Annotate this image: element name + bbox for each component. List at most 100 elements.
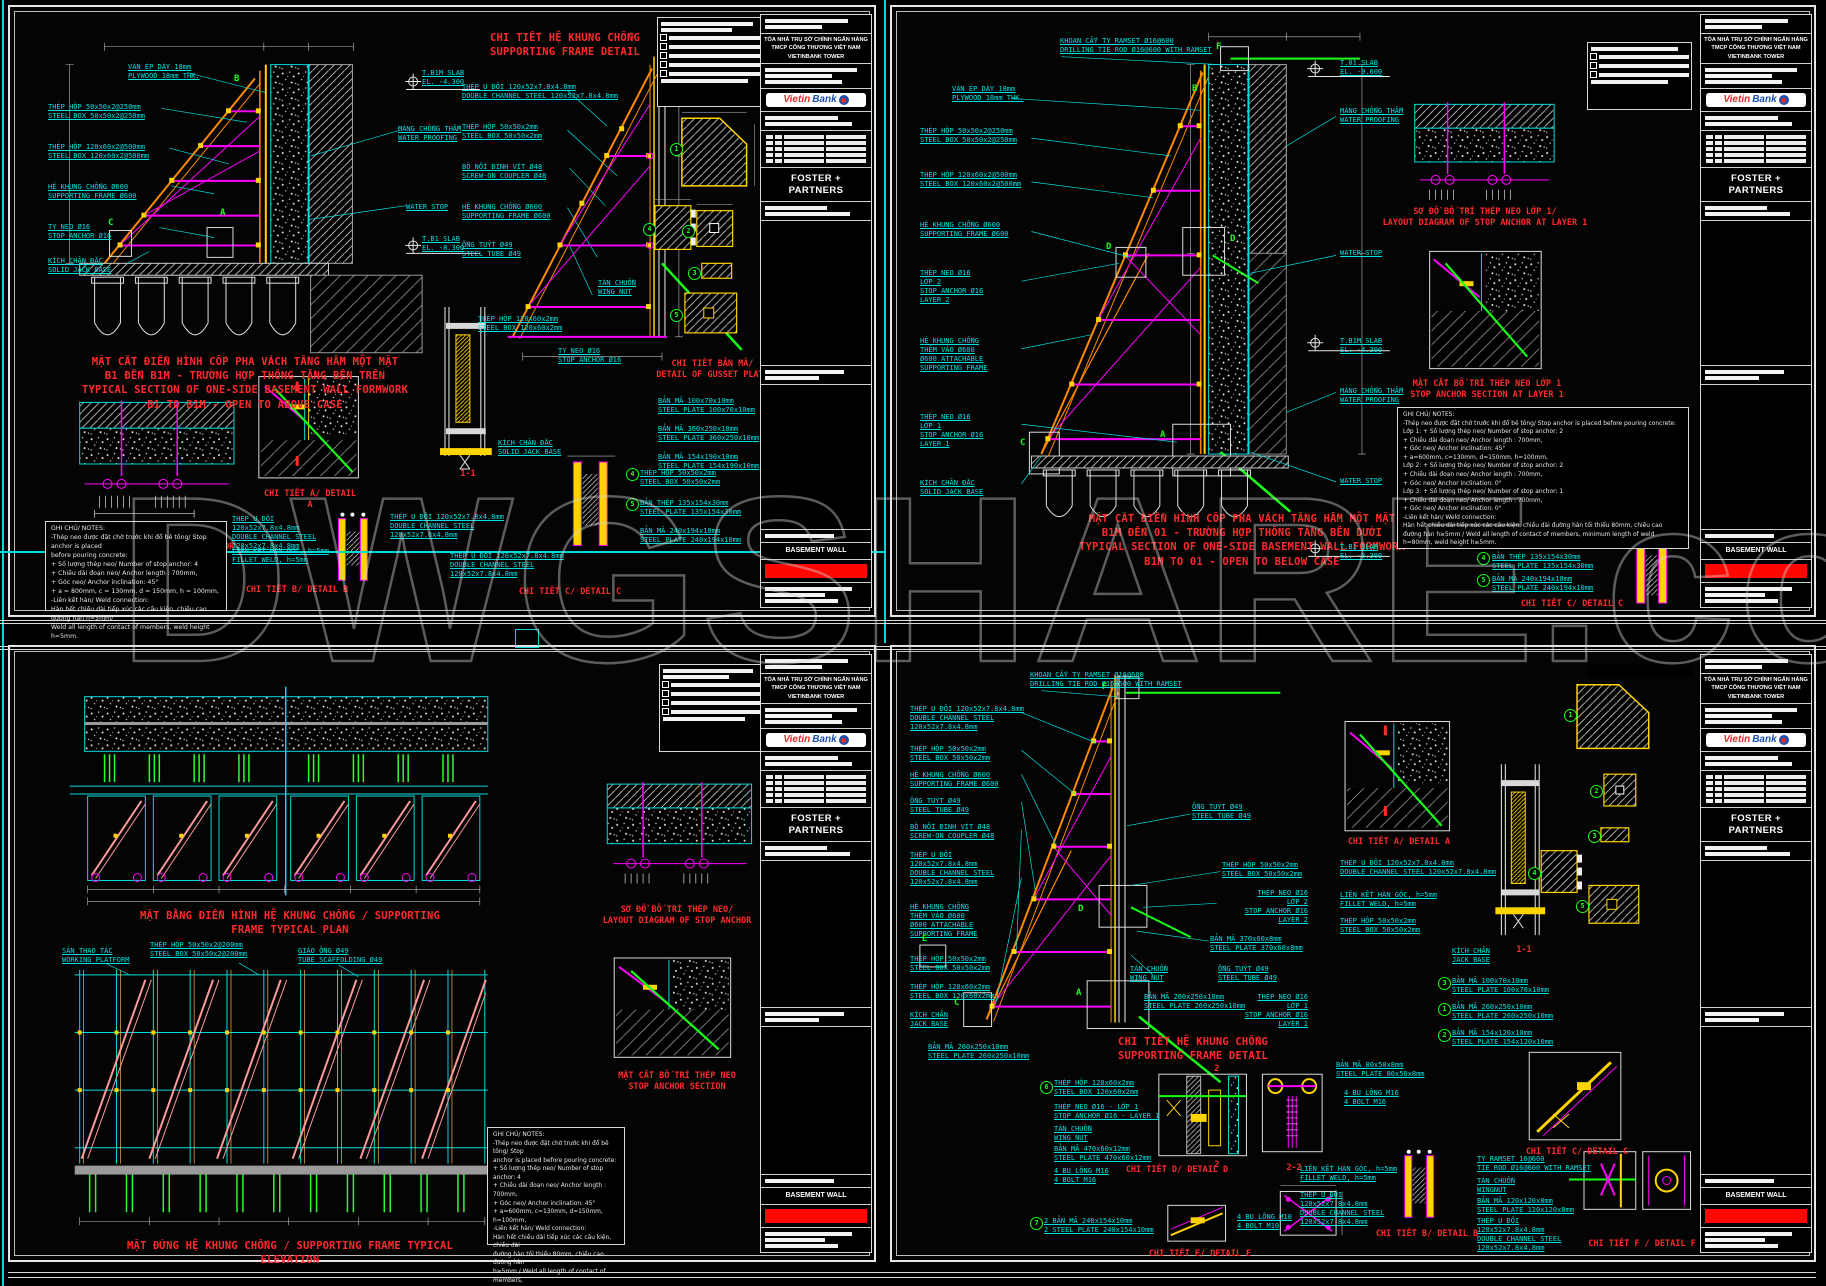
leader-label: THÉP NEO Ø16 LỚP 2 STOP ANCHOR Ø16 LAYER… bbox=[1244, 889, 1308, 925]
revision-table bbox=[764, 773, 868, 805]
leader-label: KÍCH CHÂN JACK BASE bbox=[910, 1011, 948, 1029]
leader-label: LIÊN KẾT HÀN GÓC, h=5mm FILLET WELD, h=5… bbox=[1340, 891, 1437, 909]
plan-view bbox=[69, 686, 489, 906]
leader-label: WATER STOP bbox=[1340, 249, 1383, 257]
leader-label: BẢN MÃ 260x250x10mm STEEL PLATE 260x250x… bbox=[1144, 993, 1246, 1011]
bolt-plate-drawing bbox=[1279, 1185, 1343, 1236]
logo-text-blue: Bank bbox=[1752, 94, 1777, 106]
marker-letter: C bbox=[1020, 438, 1026, 448]
leader-label: THÉP HỘP 50x50x2mm STEEL BOX 50x50x2mm bbox=[1340, 917, 1421, 935]
architect-name: FOSTER + PARTNERS bbox=[788, 173, 844, 196]
layout-title: SƠ ĐỒ BỐ TRÍ THÉP NEO LỚP 1/ LAYOUT DIAG… bbox=[1382, 207, 1588, 229]
leader-label: ỐNG TUÝT Ø49 STEEL TUBE Ø49 bbox=[462, 241, 522, 259]
leader-label: THÉP U ĐÔI 120x52x7.8x4.8mm DOUBLE CHANN… bbox=[450, 552, 564, 579]
title-block: TÒA NHÀ TRỤ SỞ CHÍNH NGÂN HÀNG TMCP CÔNG… bbox=[760, 14, 872, 608]
plate-number: 4 bbox=[643, 223, 656, 236]
detail-e-caption: CHI TIẾT E/ DETAIL E bbox=[1148, 1249, 1252, 1259]
leader-label: WATER STOP bbox=[1340, 477, 1383, 485]
titleblock-empty-box bbox=[761, 861, 871, 1009]
marker-letter: F bbox=[1216, 42, 1222, 52]
revision-table bbox=[764, 133, 868, 165]
leader-label: BẢN THÉP 135x154x30mm STEEL PLATE 135x15… bbox=[640, 499, 742, 517]
leader-label: KHOAN CẤY TY RAMSET Ø16@600 DRILLING TIE… bbox=[1030, 671, 1182, 689]
drawing-number-stamp bbox=[765, 564, 867, 578]
leader-label: THÉP HỘP 50x50x2@200mm STEEL BOX 50x50x2… bbox=[150, 941, 247, 959]
sheet-frame-plan-elevation: MẶT BẰNG ĐIỂN HÌNH HỆ KHUNG CHỐNG / SUPP… bbox=[8, 645, 876, 1284]
vietinbank-logo-icon bbox=[1778, 95, 1789, 106]
leader-label: HỆ KHUNG CHỐNG Ø600 SUPPORTING FRAME Ø60… bbox=[910, 771, 999, 789]
leader-label: THÉP HỘP 50x50x2mm STEEL BOX 50x50x2mm bbox=[640, 469, 721, 487]
leader-label: THÉP HỘP 50x50x2mm STEEL BOX 50x50x2mm bbox=[1222, 861, 1303, 879]
plate-number: 4 bbox=[626, 468, 639, 481]
existing-wall-hatch bbox=[1247, 64, 1287, 254]
plate-number: 3 bbox=[1588, 830, 1601, 843]
leader-label: MÀNG CHỐNG THẤM WATER PROOFING bbox=[1340, 387, 1404, 405]
leader-label: THÉP HỘP 120x60x2mm STEEL BOX 120x60x2mm bbox=[1054, 1079, 1139, 1097]
leader-label: T.B1 SLAB EL. -8.300 bbox=[422, 235, 465, 253]
leader-label: THÉP U ĐÔI 120x52x7.8x4.8mm DOUBLE CHANN… bbox=[1477, 1217, 1562, 1253]
leader-label: THÉP U ĐÔI 120x52x7.8x4.8mm DOUBLE CHANN… bbox=[390, 513, 504, 540]
detail-b-caption: CHI TIẾT B/ DETAIL B bbox=[245, 585, 349, 595]
leader-label: T.01 SLAB EL. -0.600 bbox=[1340, 59, 1383, 77]
leader-label: BẢN MÃ 120x120x8mm STEEL PLATE 120x120x8… bbox=[1477, 1197, 1574, 1215]
leader-label: KÍCH CHÂN ĐẶC SOLID JACK BASE bbox=[498, 439, 562, 457]
plate-number: 1 bbox=[1438, 1003, 1451, 1016]
titleblock-empty-box bbox=[1701, 1027, 1811, 1175]
notes-block: GHI CHÚ/ NOTES: -Thép neo được đặt chờ t… bbox=[45, 521, 227, 640]
marker-letter: D bbox=[1106, 242, 1112, 252]
section-2-2-caption: 2-2 bbox=[1286, 1163, 1302, 1173]
plate-number: 7 bbox=[1030, 1217, 1043, 1230]
detail-d-drawing bbox=[1158, 1073, 1247, 1157]
title-block: TÒA NHÀ TRỤ SỞ CHÍNH NGÂN HÀNG TMCP CÔNG… bbox=[1700, 14, 1812, 608]
detail-c-caption: CHI TIẾT C/ DETAIL C bbox=[518, 587, 622, 597]
section-1-1-caption: 1-1 bbox=[460, 469, 476, 479]
detail-c-drawing bbox=[567, 455, 616, 552]
leader-label: TY NEO Ø16 STOP ANCHOR Ø16 bbox=[558, 347, 622, 365]
section-title: MẶT CẮT ĐIỂN HÌNH CỐP PHA VÁCH TẦNG HẦM … bbox=[81, 356, 409, 411]
leader-label: THÉP U ĐÔI 120x52x7.8x4.8mm DOUBLE CHANN… bbox=[1300, 1191, 1385, 1227]
scaffold-under-slab bbox=[1042, 469, 1251, 518]
leader-label: THÉP HỘP 120x60x2@500mm STEEL BOX 120x60… bbox=[920, 171, 1022, 189]
slab-hatch-band bbox=[1030, 455, 1289, 469]
architect-name: FOSTER + PARTNERS bbox=[788, 813, 844, 836]
supporting-frame bbox=[1028, 46, 1292, 513]
detail-a-drawing bbox=[1344, 721, 1451, 832]
leader-label: TY RAMSET 16@600 TIE ROD Ø16@600 WITH RA… bbox=[1477, 1155, 1591, 1173]
leader-label: BẢN THÉP 135x154x30mm STEEL PLATE 135x15… bbox=[1492, 553, 1594, 571]
anchor-layout-diagram bbox=[606, 782, 753, 884]
viewport-guide-hline bbox=[0, 551, 884, 553]
vietinbank-logo-icon bbox=[838, 735, 849, 746]
leader-label: ỐNG TUÝT Ø49 STEEL TUBE Ø49 bbox=[1192, 803, 1252, 821]
sheet-frame-details: CHI TIẾT HỆ KHUNG CHỐNG SUPPORTING FRAME… bbox=[890, 645, 1816, 1262]
detail-c-caption: CHI TIẾT C/ DETAIL C bbox=[1520, 599, 1624, 609]
plate-number: 1 bbox=[670, 143, 683, 156]
leader-label: BẢN MÃ 240x194x10mm STEEL PLATE 240x194x… bbox=[1492, 575, 1594, 593]
leader-label: MÀNG CHỐNG THẤM WATER PROOFING bbox=[1340, 107, 1404, 125]
leader-label: BẢN MÃ 360x250x10mm STEEL PLATE 360x250x… bbox=[658, 425, 760, 443]
leader-label: T.B1 SLAB EL. -8.300 bbox=[1340, 543, 1383, 561]
leader-label: VÁN ÉP DÀY 18mm PLYWOOD 18mm THK. bbox=[952, 85, 1024, 103]
leader-label: THÉP NEO Ø16 LỚP 1 STOP ANCHOR Ø16 LAYER… bbox=[1244, 993, 1308, 1029]
anchor-layout-layer1 bbox=[1414, 102, 1555, 200]
scaffold-under-slab bbox=[91, 276, 300, 336]
marker-letter: A bbox=[1160, 430, 1166, 440]
detail-c-caption: CHI TIẾT C/ DETAIL C bbox=[1525, 1147, 1629, 1157]
detail-b-caption: CHI TIẾT B/ DETAIL B bbox=[1375, 1229, 1479, 1239]
leader-label: THÉP HỘP 120x60x2@500mm STEEL BOX 120x60… bbox=[48, 143, 150, 161]
detail-b-drawing bbox=[337, 512, 368, 581]
leader-label: KÍCH CHÂN JACK BASE bbox=[1452, 947, 1490, 965]
guide-hline bbox=[0, 620, 1826, 621]
marker-letter: B bbox=[234, 74, 240, 84]
gusset-title: CHI TIẾT BẢN MÃ/ DETAIL OF GUSSET PLATE bbox=[656, 359, 769, 381]
logo-text-red: Vietin bbox=[783, 94, 811, 106]
cad-linework-tr bbox=[1011, 32, 1668, 604]
section-1-1 bbox=[440, 307, 492, 470]
slab-hatch-band bbox=[79, 262, 330, 276]
marker-letter: A bbox=[1076, 988, 1082, 998]
leader-label: THÉP U ĐÔI 120x52x7.8x4.8mm DOUBLE CHANN… bbox=[910, 705, 1024, 732]
leader-label: THÉP HỘP 120x60x2mm STEEL BOX 120x60x2mm bbox=[478, 315, 563, 333]
